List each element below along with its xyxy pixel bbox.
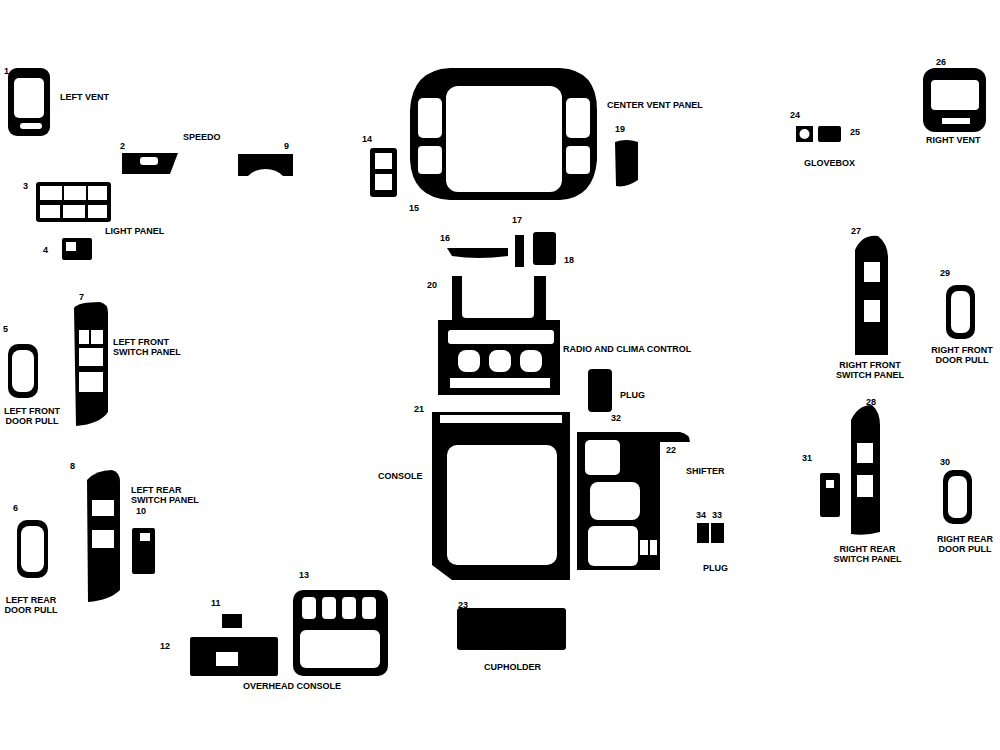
callout-number: 20 <box>427 280 437 290</box>
callout-number: 7 <box>79 292 84 302</box>
callout-number: 6 <box>13 503 18 513</box>
part-label: CUPHOLDER <box>484 662 541 672</box>
callout-number: 8 <box>70 461 75 471</box>
callout-number: 26 <box>936 57 946 67</box>
callout-number: 16 <box>440 233 450 243</box>
callout-number: 11 <box>211 598 221 608</box>
part-label: RIGHT FRONT DOOR PULL <box>928 345 996 365</box>
callout-number: 32 <box>611 413 621 423</box>
callout-number: 12 <box>160 641 170 651</box>
callout-number: 24 <box>790 110 800 120</box>
callout-number: 2 <box>120 141 125 151</box>
part-label: RIGHT REAR DOOR PULL <box>933 534 997 554</box>
callout-number: 25 <box>850 127 860 137</box>
callout-number: 5 <box>3 324 8 334</box>
part-label: CENTER VENT PANEL <box>607 100 703 110</box>
callout-number: 30 <box>940 457 950 467</box>
part-label: RIGHT FRONT SWITCH PANEL <box>830 360 910 380</box>
part-label: LEFT FRONT DOOR PULL <box>1 406 63 426</box>
part-label: LEFT REAR DOOR PULL <box>1 595 61 615</box>
part-label: CONSOLE <box>378 471 423 481</box>
callout-number: 4 <box>43 245 48 255</box>
callout-number: 3 <box>23 181 28 191</box>
callout-number: 17 <box>512 215 522 225</box>
callout-number: 14 <box>362 134 372 144</box>
callout-number: 18 <box>564 255 574 265</box>
callout-number: 13 <box>299 570 309 580</box>
part-label: GLOVEBOX <box>804 158 855 168</box>
callout-number: 33 <box>712 510 722 520</box>
callout-number: 9 <box>284 141 289 151</box>
callout-number: 19 <box>615 124 625 134</box>
callout-number: 29 <box>940 268 950 278</box>
part-label: PLUG <box>703 563 728 573</box>
callout-number: 31 <box>802 453 812 463</box>
callout-number: 22 <box>666 445 676 455</box>
part-label: OVERHEAD CONSOLE <box>243 681 341 691</box>
callout-number: 34 <box>696 510 706 520</box>
callout-number: 28 <box>866 397 876 407</box>
callout-number: 10 <box>136 506 146 516</box>
part-label: PLUG <box>620 390 645 400</box>
part-label: SHIFTER <box>686 466 725 476</box>
part-label: LEFT VENT <box>60 92 109 102</box>
part-label: LIGHT PANEL <box>105 226 164 236</box>
part-label: LEFT REAR SWITCH PANEL <box>131 485 211 505</box>
callout-number: 23 <box>458 600 468 610</box>
callout-number: 21 <box>414 404 424 414</box>
callout-number: 15 <box>409 203 419 213</box>
callout-number: 27 <box>851 226 861 236</box>
part-label: LEFT FRONT SWITCH PANEL <box>113 337 193 357</box>
part-label: SPEEDO <box>183 132 221 142</box>
part-label: RIGHT VENT <box>926 135 981 145</box>
callout-number: 1 <box>4 66 9 76</box>
part-label: RADIO AND CLIMA CONTROL <box>563 344 691 354</box>
part-label: RIGHT REAR SWITCH PANEL <box>825 544 910 564</box>
